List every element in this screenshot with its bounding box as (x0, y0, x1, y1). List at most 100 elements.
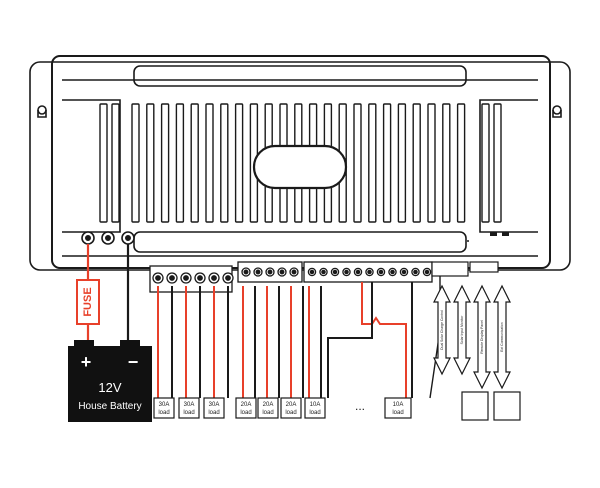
vent-slot (427, 103, 436, 223)
double-arrow-icon (493, 284, 511, 390)
load-box-outline (384, 397, 412, 419)
terminal-screw-center (378, 269, 384, 275)
terminal-screw-center (309, 269, 315, 275)
load-word: load (158, 410, 169, 416)
vent-slot (146, 103, 155, 223)
double-arrow-icon (453, 284, 471, 376)
terminal-block-mid (237, 261, 303, 283)
terminal-screw-center (267, 269, 273, 275)
load-rating: 30A (184, 402, 195, 408)
load-box-outline (280, 397, 302, 419)
vent-slot (481, 103, 490, 223)
side-module: Ext Communication (493, 284, 511, 390)
terminal-screw-center (344, 269, 349, 275)
load-box-outline (257, 397, 279, 419)
battery-voltage: 12V (98, 380, 121, 395)
vent-slot (412, 103, 421, 223)
load-word: load (309, 410, 320, 416)
load-positive-wire (361, 282, 407, 398)
load-word: load (392, 410, 403, 416)
terminal-screw-center (291, 269, 297, 275)
terminal-screw-center (155, 275, 161, 281)
more-loads-ellipsis: ... (355, 399, 365, 413)
load-negative-wire (327, 282, 373, 398)
vent-slot (234, 103, 244, 223)
side-module-label: Remote Display Panel (480, 320, 484, 354)
load-box-outline (235, 397, 257, 419)
load-box-outline (203, 397, 225, 419)
load-word: load (262, 410, 273, 416)
load-box: 30A load (153, 397, 175, 419)
load-rating: 10A (393, 402, 404, 408)
load-box-outline (178, 397, 200, 419)
vent-slot (131, 103, 140, 223)
vent-slot (382, 103, 392, 223)
vent-slot (353, 103, 362, 223)
load-box-outline (153, 397, 175, 419)
terminal-screw-center (401, 269, 407, 275)
house-battery: + − 12V House Battery (68, 340, 152, 422)
terminal-screw-center (321, 269, 326, 275)
battery-negative-symbol: − (128, 352, 139, 372)
load-box: 30A load (203, 397, 225, 419)
mounting-hole-left (37, 105, 47, 118)
module-box (493, 391, 521, 421)
load-word: load (208, 410, 219, 416)
status-indicators (467, 232, 509, 242)
battery-positive-symbol: + (81, 352, 92, 372)
vent-slot (442, 103, 451, 223)
terminal-block-high (149, 265, 234, 293)
module-box (461, 391, 489, 421)
fuse-label: FUSE (82, 287, 94, 316)
terminal-screw-center (225, 275, 231, 281)
vent-slot (99, 103, 108, 223)
terminal-screw-center (183, 275, 189, 281)
terminal-screw-center (211, 275, 217, 281)
side-module-label: Dual Solar Charge Control (440, 310, 444, 350)
vent-slot (160, 103, 170, 223)
side-module: Dual Solar Charge Control (433, 284, 451, 376)
load-rating: 10A (310, 402, 321, 408)
double-arrow-icon (473, 284, 491, 390)
load-box: 20A load (235, 397, 257, 419)
load-box: 30A load (178, 397, 200, 419)
vent-slot (397, 103, 407, 223)
terminal-screw-center (332, 269, 338, 275)
vent-slot (220, 103, 229, 223)
side-module: Remote Display Panel (473, 284, 491, 390)
load-rating: 20A (241, 402, 252, 408)
terminal-screw-center (279, 269, 285, 275)
fuse: FUSE (76, 279, 100, 325)
vent-slot (190, 103, 199, 223)
vent-slot (111, 103, 120, 223)
terminal-screw-center (367, 269, 372, 275)
load-word: load (240, 410, 251, 416)
terminal-screw-center (169, 275, 175, 281)
terminal-block-comm (431, 261, 499, 277)
battery-name: House Battery (78, 401, 141, 412)
center-handle (252, 144, 348, 190)
load-box-outline (304, 397, 326, 419)
battery-posts (81, 231, 135, 245)
terminal-screw-center (243, 269, 249, 275)
terminal-screw-center (197, 275, 203, 281)
load-box: 10A load (384, 397, 412, 419)
load-word: load (183, 410, 194, 416)
vent-slot (493, 103, 502, 223)
terminal-screw-center (255, 269, 261, 275)
terminal-block-low (303, 261, 433, 283)
load-rating: 30A (209, 402, 220, 408)
double-arrow-icon (433, 284, 451, 376)
vent-slot (205, 103, 214, 223)
load-box: 10A load (304, 397, 326, 419)
mounting-hole-right (552, 105, 562, 118)
side-module-label: Solar Input Monitor (460, 315, 464, 345)
terminal-screw-center (424, 269, 430, 275)
terminal-screw-center (355, 269, 361, 275)
load-rating: 30A (159, 402, 170, 408)
vent-slot (456, 103, 466, 223)
side-module: Solar Input Monitor (453, 284, 471, 376)
vent-slot (175, 103, 185, 223)
